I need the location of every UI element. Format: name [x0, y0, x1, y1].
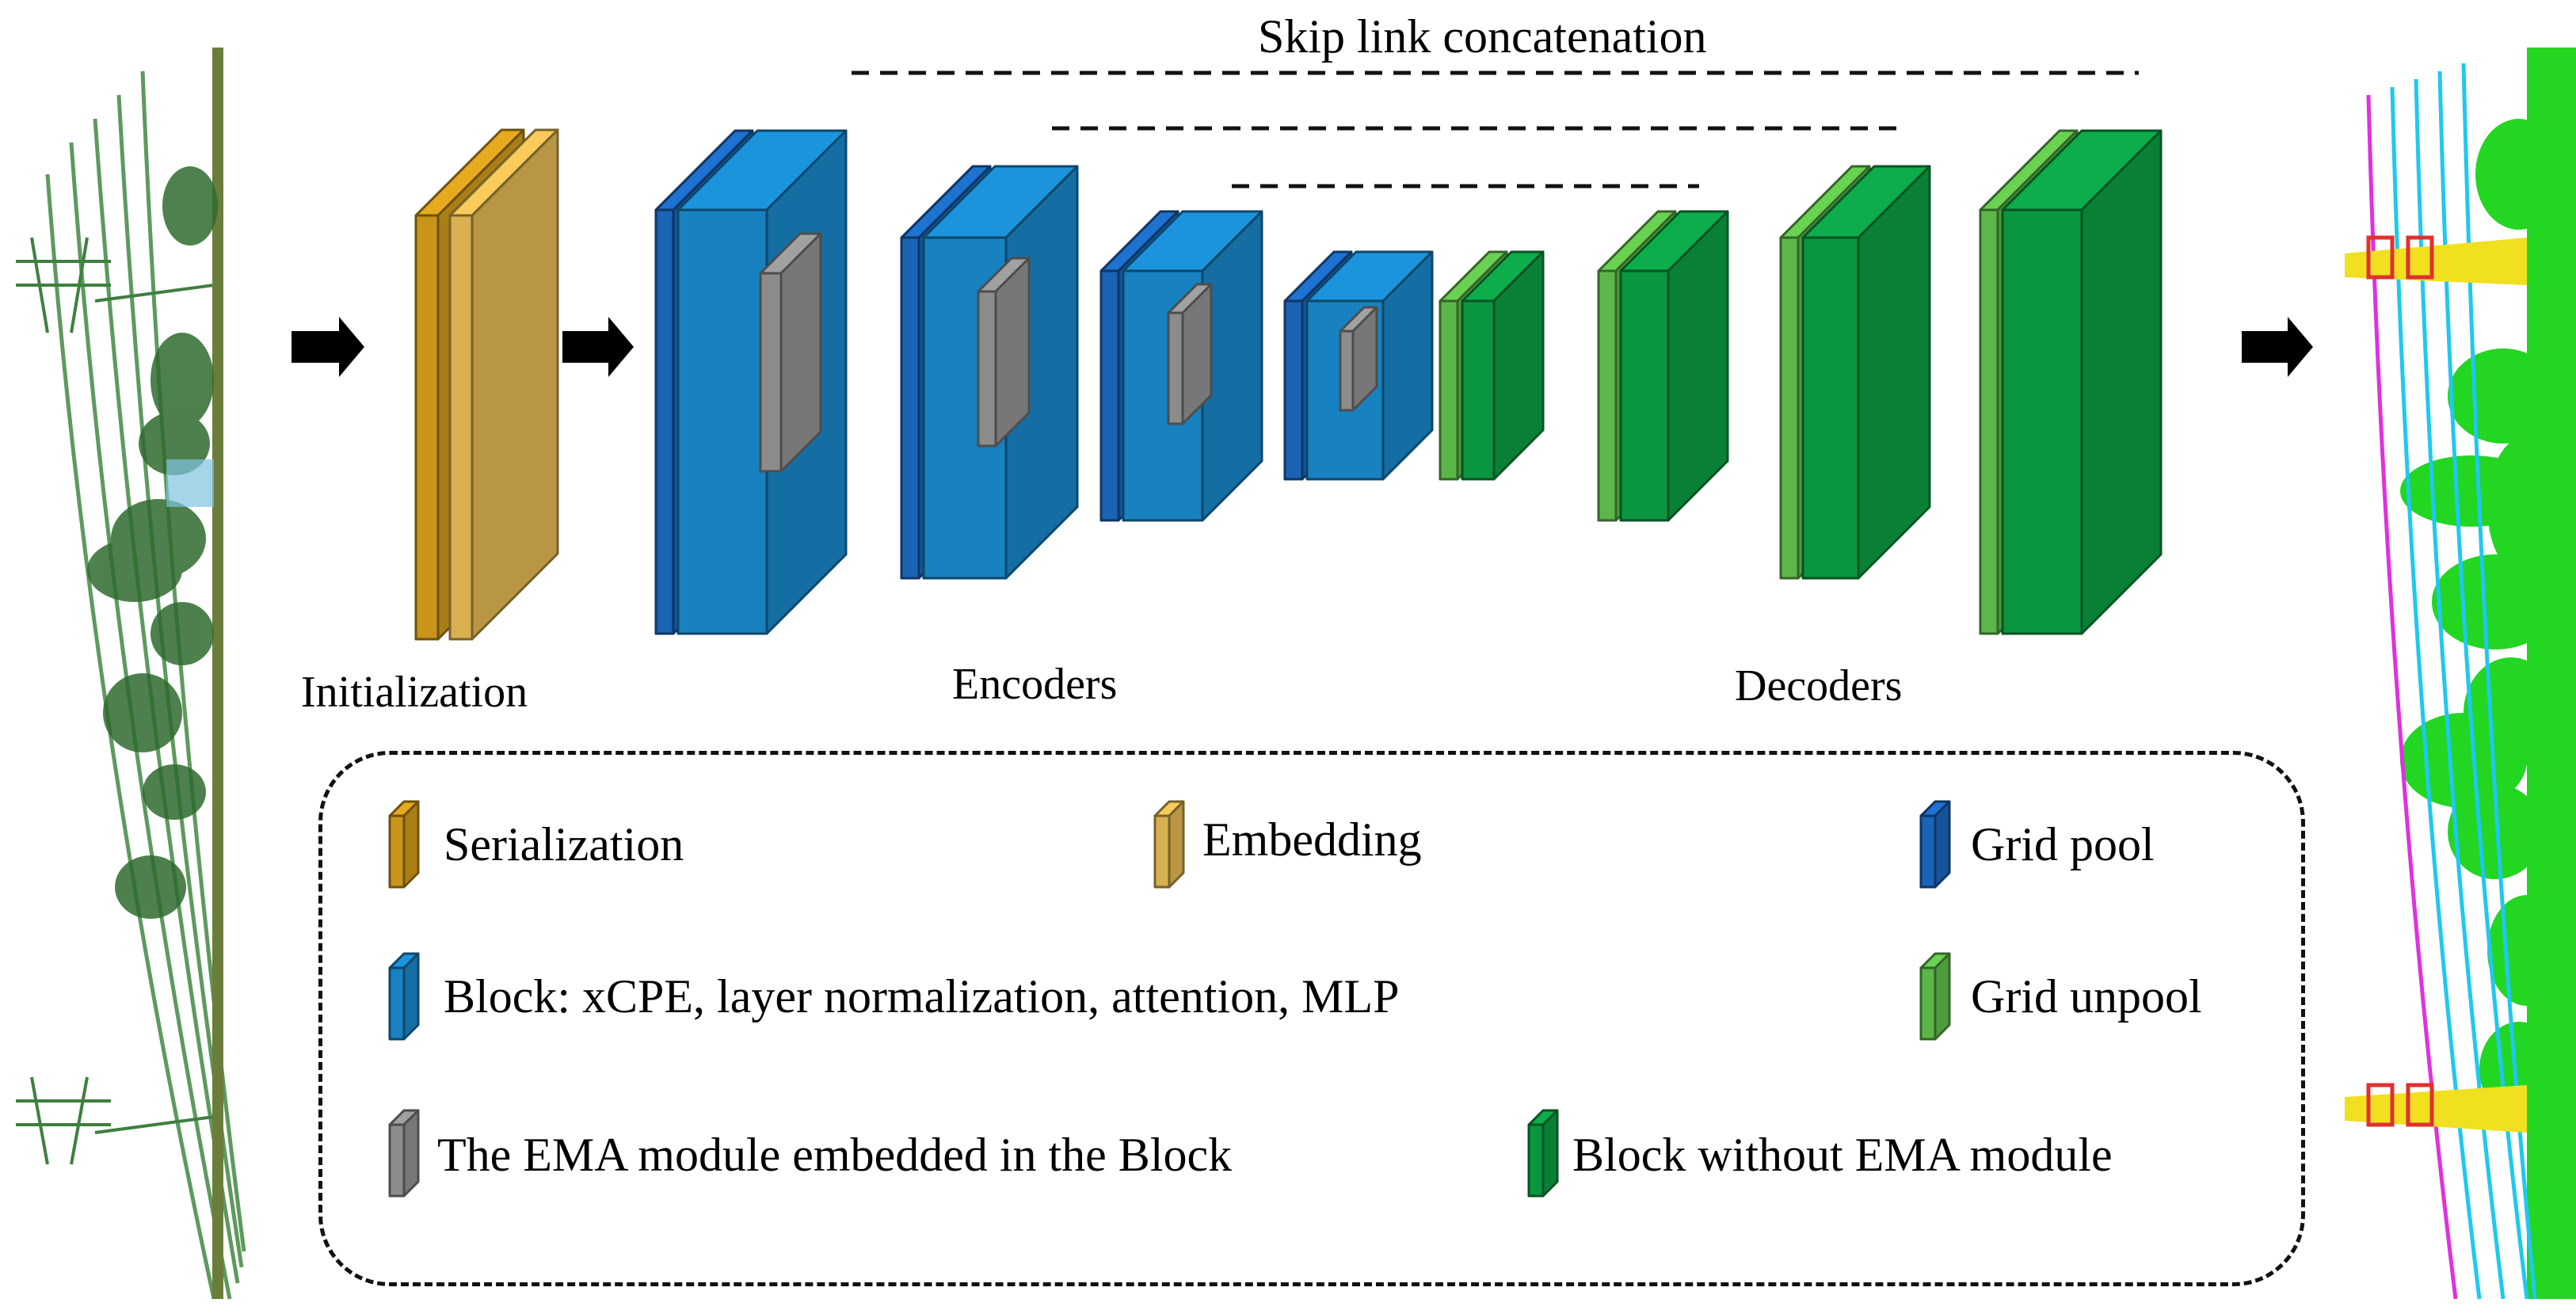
decoder-block-slab [1619, 210, 1729, 522]
input-point-cloud-image [16, 48, 246, 1300]
skip-link-lines [852, 70, 2139, 189]
legend-swatches [388, 800, 1951, 1198]
network-layers [414, 128, 2163, 641]
serialization-swatch-icon [388, 800, 420, 889]
legend-grid-unpool: Grid unpool [1971, 970, 2202, 1023]
grid-pool-swatch-icon [1919, 800, 1951, 889]
ema-module-slab [977, 257, 1031, 448]
arrow-right-icon [562, 317, 634, 377]
legend-embedding: Embedding [1202, 813, 1422, 866]
legend-serialization: Serialization [444, 818, 684, 870]
ema-module-slab [1339, 306, 1378, 412]
ema-module-slab [1167, 283, 1213, 425]
decoder-block-slab [2001, 129, 2163, 635]
initialization-label: Initialization [301, 668, 528, 717]
legend-block-no-ema: Block without EMA module [1572, 1129, 2113, 1181]
ema-swatch-icon [388, 1109, 420, 1198]
ema-module-slab [759, 232, 822, 473]
decoder-block-slab [1801, 165, 1931, 580]
arrow-right-icon [2242, 317, 2313, 377]
output-segmented-point-cloud-image [2345, 48, 2576, 1300]
encoders-label: Encoders [952, 660, 1118, 709]
embedding-slab [448, 128, 559, 641]
decoder-block-slab [1461, 250, 1545, 481]
embedding-swatch-icon [1153, 800, 1185, 889]
skip-link-label: Skip link concatenation [1258, 10, 1707, 63]
legend-grid-pool: Grid pool [1971, 818, 2155, 870]
legend-ema: The EMA module embedded in the Block [437, 1129, 1233, 1181]
decoders-label: Decoders [1735, 661, 1903, 710]
arrow-right-icon [292, 317, 364, 377]
legend-block: Block: xCPE, layer normalization, attent… [444, 970, 1400, 1023]
grid-unpool-swatch-icon [1919, 952, 1951, 1041]
block-swatch-icon [388, 952, 420, 1041]
legend-box [318, 751, 2305, 1286]
block-without-ema-swatch-icon [1527, 1109, 1559, 1198]
